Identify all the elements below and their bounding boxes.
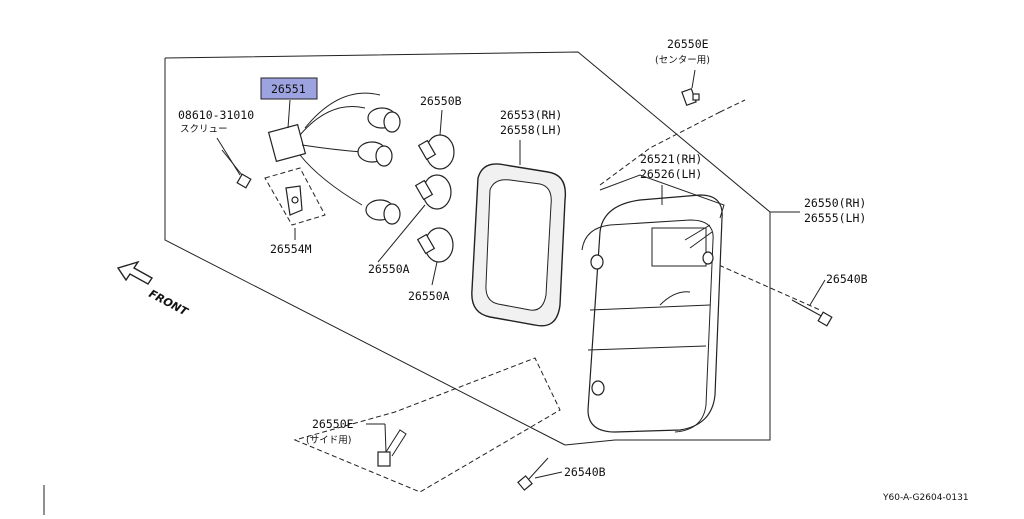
screw-26540b-right[interactable] (791, 299, 833, 327)
label-26554m[interactable]: 26554M (270, 242, 312, 256)
label-center-jp: (センター用) (655, 55, 710, 66)
highlight-box-26551 (260, 77, 318, 100)
front-arrow-icon (116, 260, 154, 285)
label-side-jp: (サイド用) (306, 435, 351, 446)
clip-side-dashed-leader (293, 357, 561, 493)
clip-center-dashed-leader (599, 99, 746, 186)
bulb-26550a-upper[interactable] (414, 174, 452, 210)
label-26558-lh[interactable]: 26558(LH) (500, 123, 562, 137)
bracket-26554m[interactable] (285, 185, 303, 216)
screw-bolt-dashed-leader (711, 261, 821, 311)
label-26550-rh[interactable]: 26550(RH) (804, 196, 866, 210)
wire-harness[interactable] (267, 92, 381, 206)
label-26550a-lower[interactable]: 26550A (408, 289, 450, 303)
bulb-sockets (357, 107, 401, 225)
leader-lines (216, 69, 826, 479)
reference-code: Y60-A-G2604-0131 (882, 493, 969, 503)
label-screw-jp: スクリュー (180, 124, 228, 135)
gasket-26553[interactable] (471, 163, 567, 327)
label-26540b-bottom[interactable]: 26540B (564, 465, 606, 479)
label-26540b-right[interactable]: 26540B (826, 272, 868, 286)
clip-center-26550e[interactable] (681, 87, 700, 107)
label-26553-rh[interactable]: 26553(RH) (500, 108, 562, 122)
label-08610-31010[interactable]: 08610-31010 (178, 108, 254, 122)
bulb-26550a-lower[interactable] (416, 227, 454, 263)
label-26521-rh[interactable]: 26521(RH) (640, 152, 702, 166)
label-26550e-side[interactable]: 26550E (312, 417, 354, 431)
label-26555-lh[interactable]: 26555(LH) (804, 211, 866, 225)
screw-26540b-bottom[interactable] (517, 457, 549, 491)
label-26550a-upper[interactable]: 26550A (368, 262, 410, 276)
bulb-26550b[interactable] (417, 134, 455, 170)
lamp-assembly-26550[interactable] (581, 174, 725, 433)
clip-side-26550e[interactable] (377, 429, 407, 467)
label-26550e-center[interactable]: 26550E (667, 37, 709, 51)
label-26550b[interactable]: 26550B (420, 94, 462, 108)
label-26526-lh[interactable]: 26526(LH) (640, 167, 702, 181)
bracket-dashed-leader (264, 167, 326, 226)
label-26551[interactable]: 26551 (271, 82, 306, 96)
label-front: FRONT (147, 287, 192, 319)
